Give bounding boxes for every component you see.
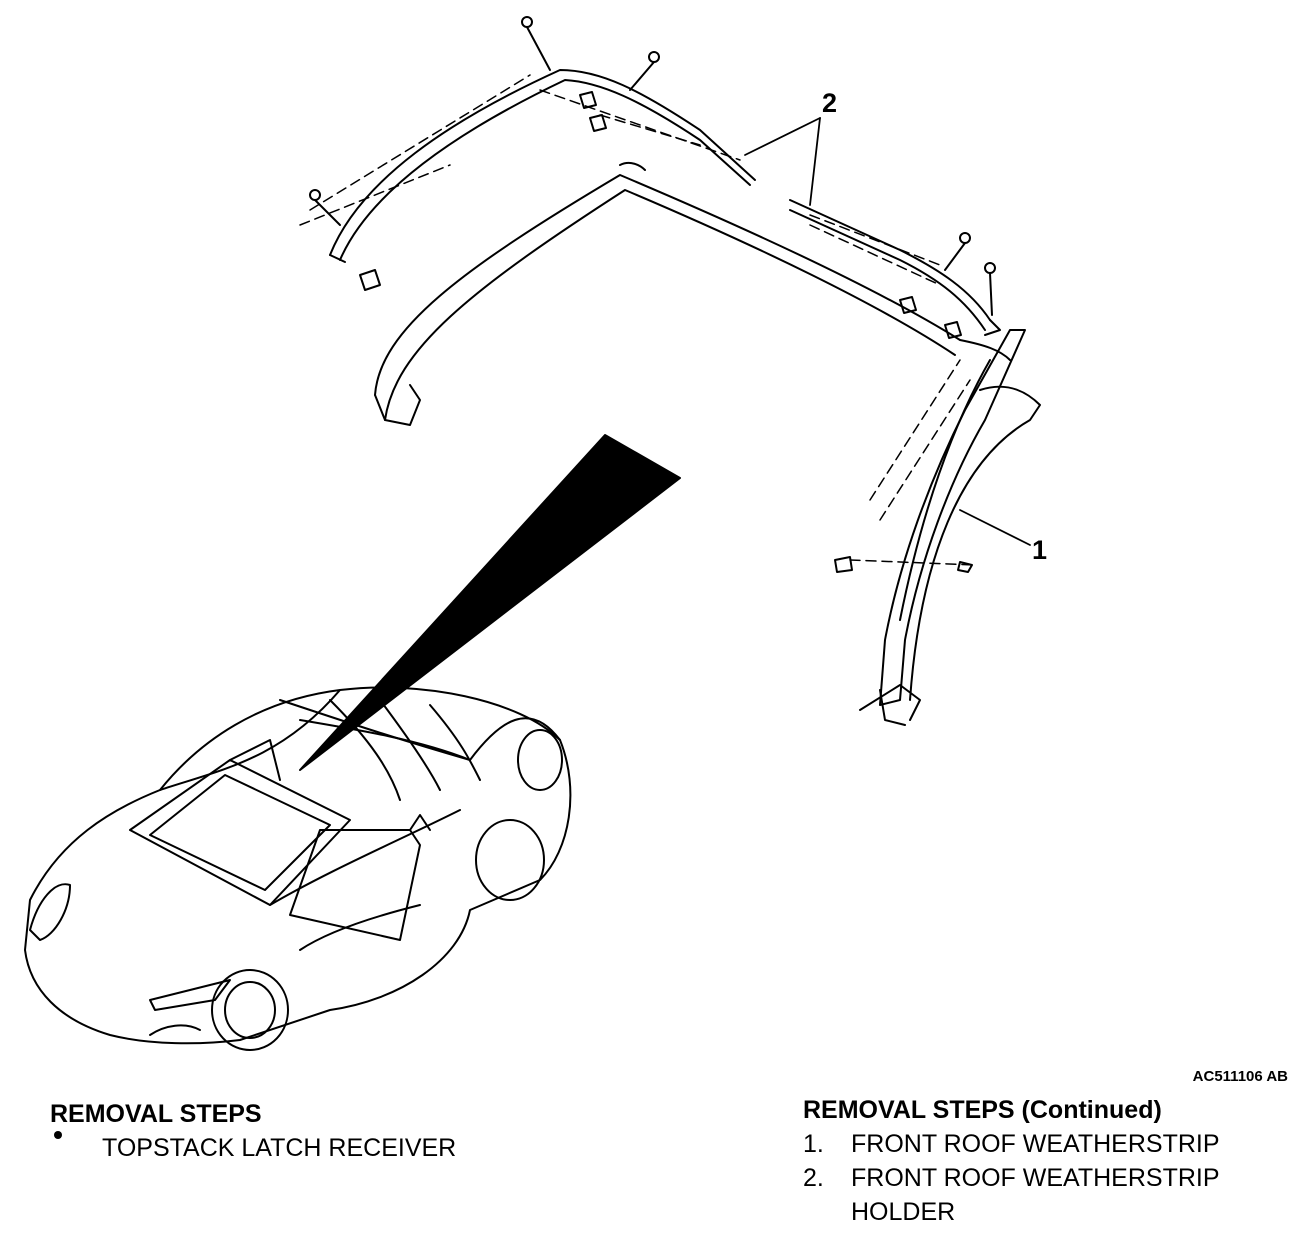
- bullet-icon: [54, 1131, 62, 1139]
- removal-step-text: HOLDER: [851, 1198, 956, 1226]
- removal-steps-heading: REMOVAL STEPS: [50, 1100, 262, 1128]
- alignment-lines: [299, 74, 976, 566]
- removal-steps-continued-heading: REMOVAL STEPS (Continued): [803, 1096, 1162, 1124]
- step-number: 1.: [803, 1130, 824, 1158]
- removal-step-item: 2. FRONT ROOF WEATHERSTRIP: [803, 1161, 1220, 1195]
- figure-code: AC511106 AB: [1192, 1068, 1288, 1085]
- leader-lines: [744, 117, 1031, 546]
- removal-step-item: 1. FRONT ROOF WEATHERSTRIP: [803, 1127, 1220, 1161]
- step-number: 2.: [803, 1164, 824, 1192]
- fasteners: [309, 16, 996, 573]
- weatherstrip-holder: [329, 69, 1001, 336]
- callout-2: 2: [822, 88, 838, 118]
- front-roof-weatherstrip: [374, 161, 1041, 726]
- zoom-wedge: [299, 434, 681, 771]
- removal-steps: REMOVAL STEPS TOPSTACK LATCH RECEIVER: [50, 1097, 456, 1165]
- callout-1: 1: [1032, 535, 1048, 565]
- exploded-view-diagram: [24, 16, 1041, 1051]
- car-illustration: [24, 686, 572, 1051]
- removal-step-item-cont: HOLDER: [803, 1195, 1220, 1229]
- removal-step-text: TOPSTACK LATCH RECEIVER: [102, 1134, 457, 1162]
- removal-step-text: FRONT ROOF WEATHERSTRIP: [851, 1164, 1220, 1192]
- removal-steps-continued: REMOVAL STEPS (Continued) 1. FRONT ROOF …: [803, 1093, 1220, 1229]
- removal-step-item: TOPSTACK LATCH RECEIVER: [50, 1131, 456, 1165]
- removal-step-text: FRONT ROOF WEATHERSTRIP: [851, 1130, 1220, 1158]
